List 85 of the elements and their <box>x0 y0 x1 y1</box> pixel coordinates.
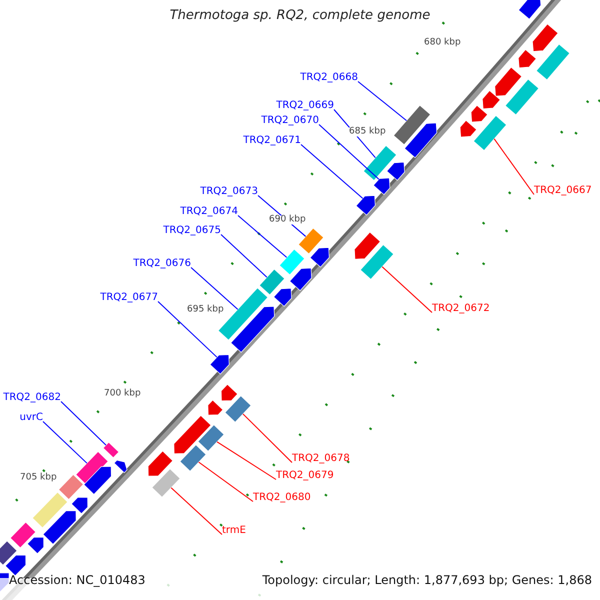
gene-label: trmE <box>222 526 246 536</box>
gene-feature <box>373 178 390 196</box>
gene-label: TRQ2_0670 <box>261 116 319 126</box>
gene-feature <box>279 248 305 276</box>
gene-feature <box>26 537 44 554</box>
leader-line <box>242 413 292 463</box>
leader-line <box>190 267 238 310</box>
gene-feature <box>289 268 312 291</box>
gene-label: TRQ2_0667 <box>534 186 592 196</box>
position-label: 690 kbp <box>268 216 307 224</box>
gene-feature <box>220 384 238 402</box>
gene-feature <box>273 288 292 307</box>
position-label: 695 kbp <box>186 306 225 314</box>
gene-label: TRQ2_0669 <box>276 101 334 111</box>
leader-line <box>60 401 106 446</box>
diagram-title: Thermotoga sp. RQ2, complete genome <box>168 9 432 22</box>
gene-feature <box>0 540 18 566</box>
gene-feature <box>224 395 252 423</box>
position-label: 685 kbp <box>348 128 387 136</box>
leader-line <box>358 81 408 122</box>
gene-feature <box>386 162 405 181</box>
leader-line <box>318 124 380 180</box>
leader-line <box>216 441 276 480</box>
gene-label: TRQ2_0672 <box>432 304 490 314</box>
gene-feature <box>393 104 431 146</box>
genome-info-text: Topology: circular; Length: 1,877,693 bp; Genes: 1,868 <box>262 574 592 586</box>
gene-feature <box>32 492 68 528</box>
gene-label: TRQ2_0682 <box>3 393 61 403</box>
leader-line <box>220 234 268 278</box>
gene-feature <box>148 450 174 476</box>
gene-label: TRQ2_0679 <box>276 471 334 481</box>
accession-text: Accession: NC_010483 <box>9 574 146 586</box>
leader-line <box>300 144 364 199</box>
position-label: 700 kbp <box>103 390 142 398</box>
gene-feature <box>470 104 488 122</box>
leader-line <box>198 462 254 502</box>
gene-feature <box>75 451 109 485</box>
gene-label: TRQ2_0673 <box>200 187 258 197</box>
gene-feature <box>473 115 507 151</box>
gene-feature <box>102 442 120 458</box>
gene-feature <box>42 510 76 545</box>
leader-line <box>170 487 222 535</box>
gene-feature <box>114 460 128 474</box>
gene-feature <box>356 195 376 216</box>
gene-feature <box>152 468 180 498</box>
leader-line <box>238 215 288 258</box>
gene-feature <box>310 247 330 268</box>
gene-label: TRQ2_0678 <box>292 454 350 464</box>
gene-feature <box>404 122 438 158</box>
gene-feature <box>354 232 381 260</box>
gene-label: TRQ2_0668 <box>300 73 358 83</box>
gene-feature <box>504 78 540 116</box>
gene-feature <box>208 400 224 416</box>
gene-label: TRQ2_0680 <box>253 493 311 503</box>
leader-line <box>382 266 432 313</box>
gene-feature <box>58 474 84 500</box>
gene-feature <box>180 444 206 472</box>
gene-label: TRQ2_0676 <box>133 259 191 269</box>
gene-feature <box>363 145 397 181</box>
gene-feature <box>230 306 275 353</box>
gene-feature <box>518 0 542 20</box>
gene-feature <box>83 466 112 495</box>
gene-feature <box>259 268 285 296</box>
leader-line <box>158 301 218 358</box>
position-label: 680 kbp <box>423 38 462 48</box>
leader-line <box>42 421 88 464</box>
gene-feature <box>460 120 477 138</box>
gene-feature <box>536 44 570 80</box>
gene-feature <box>210 354 230 374</box>
leader-line <box>494 138 534 195</box>
gene-feature <box>70 496 88 514</box>
gene-feature <box>10 522 36 548</box>
gene-label: TRQ2_0674 <box>180 207 238 217</box>
gene-label: TRQ2_0671 <box>243 136 301 146</box>
gene-feature <box>174 415 212 454</box>
position-label: 705 kbp <box>19 474 58 482</box>
gene-label: TRQ2_0675 <box>163 226 221 236</box>
gene-label: uvrC <box>20 413 43 423</box>
gene-feature <box>360 244 394 280</box>
gene-feature <box>198 424 224 452</box>
gene-feature <box>494 66 522 96</box>
gene-feature <box>482 90 501 110</box>
gene-feature <box>532 24 558 52</box>
gene-feature <box>298 228 324 254</box>
gene-label: TRQ2_0677 <box>100 293 158 303</box>
